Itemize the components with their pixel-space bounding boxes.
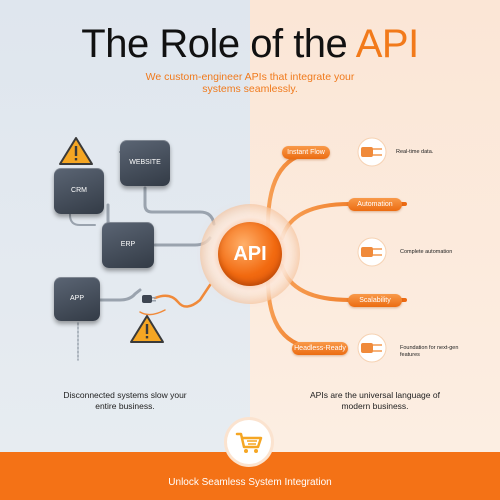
description-complete-automation: Complete automation — [400, 249, 453, 255]
description-real-time-data: Real-time data. — [396, 149, 434, 155]
shopping-cart-icon — [235, 432, 263, 453]
left-caption: Disconnected systems slow your entire bu… — [63, 390, 187, 411]
page-title: The Role of the API — [0, 22, 500, 67]
api-core: API — [218, 222, 282, 286]
title-main: The Role of the — [81, 22, 356, 66]
pill-headless-ready: Headless-Ready — [292, 342, 348, 355]
pill-instant-flow: Instant Flow — [282, 146, 330, 159]
connector-plug-icon — [357, 137, 387, 167]
system-box-crm: CRM — [54, 168, 104, 214]
title-accent: API — [355, 22, 419, 66]
system-box-website: WEBSITE — [120, 140, 170, 186]
left-orange-cables — [139, 283, 212, 316]
right-caption: APIs are the universal language of moder… — [310, 390, 440, 411]
warning-icon — [59, 137, 93, 165]
subtitle: We custom-engineer APIs that integrate y… — [145, 71, 355, 95]
connector-plug-icon — [357, 333, 387, 363]
system-box-erp: ERP — [102, 222, 154, 268]
system-box-app: APP — [54, 277, 100, 321]
pill-scalability: Scalability — [348, 294, 402, 307]
pill-automation: Automation — [348, 198, 402, 211]
connector-plug-icon — [142, 295, 156, 303]
connector-plug-icon — [357, 237, 387, 267]
description-foundation: Foundation for next-gen features — [400, 345, 459, 358]
cart-badge — [227, 420, 271, 464]
warning-icon — [130, 315, 164, 343]
footer-text: Unlock Seamless System Integration — [168, 477, 332, 488]
